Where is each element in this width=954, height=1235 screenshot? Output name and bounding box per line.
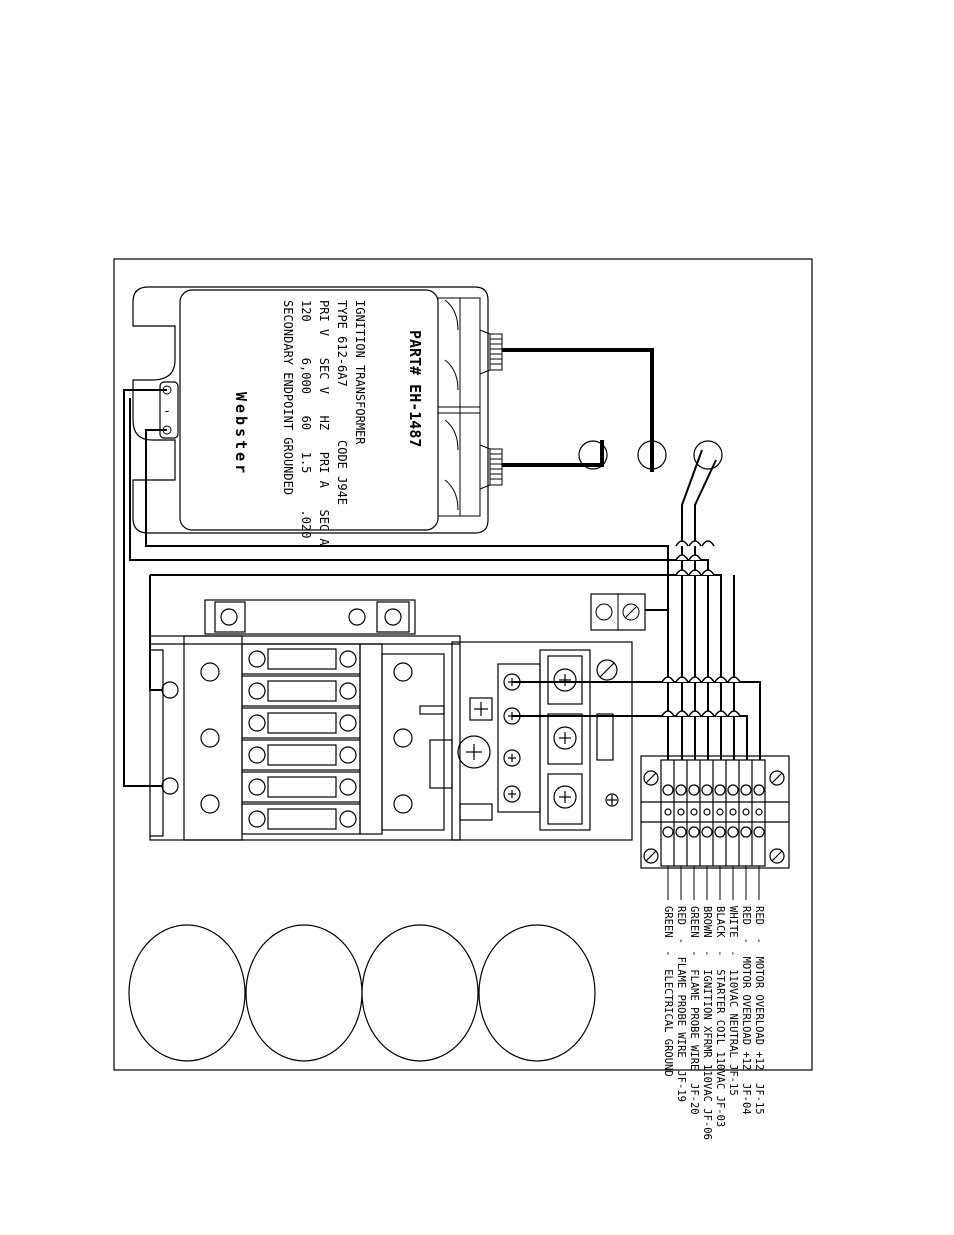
primary-terminal-strip: [159, 381, 179, 439]
transformer-code: CODE J94E: [335, 440, 349, 505]
conduit-knockouts: [128, 924, 596, 1062]
wire-label-1: RED - MOTOR OVERLOAD +12 JF-15: [753, 906, 765, 1115]
transformer-type: TYPE 612-6A7: [335, 300, 349, 387]
terminal-strip: [640, 755, 790, 869]
wire-crossovers: [661, 540, 741, 717]
transformer-mounting-plate: [132, 286, 489, 534]
wiring-bundle: [123, 389, 761, 787]
motor-starter-contactor: [149, 599, 461, 841]
electrode-2: [637, 440, 667, 470]
control-relay-module: [451, 641, 633, 841]
high-voltage-leads: [502, 348, 654, 472]
transformer-title: IGNITION TRANSFORMER: [353, 300, 367, 445]
flame-probe-terminal-block: [590, 593, 646, 631]
wire-label-3: WHITE - 110VAC NEUTRAL JF-15: [727, 906, 739, 1096]
panel-border: [113, 258, 813, 1071]
wire-label-7: RED - FLAME PROBE WIRE JF-19: [675, 906, 687, 1102]
transformer-brand: Webster: [232, 392, 250, 476]
electrode-1: [578, 440, 608, 470]
transformer-ratings-values: 120 6,000 60 1.5 .020: [299, 300, 313, 538]
ignition-transformer: - PART# EH-1487 IGNITION TRANSFORMER TYP…: [132, 286, 503, 546]
knockout-2: [245, 924, 363, 1062]
knockout-1: [128, 924, 246, 1062]
field-wire-leads: [667, 866, 760, 900]
knockout-3: [361, 924, 479, 1062]
wire-label-2: RED - MOTOR OVERLOAD +12 JF-04: [740, 906, 752, 1115]
wire-label-8: GREEN - ELECTRICAL GROUND: [662, 906, 674, 1077]
wire-legend: RED - MOTOR OVERLOAD +12 JF-15 RED - MOT…: [662, 906, 765, 1140]
transformer-ratings-header: PRI V SEC V HZ PRI A SEC A: [317, 300, 331, 546]
wire-label-6: GREEN - FLAME PROBE WIRE JF-20: [688, 906, 700, 1115]
transformer-part-number: PART# EH-1487: [406, 330, 424, 447]
wire-label-5: BROWN - IGNITION XFRMR 110VAC JF-06: [701, 906, 713, 1140]
primary-terminal-label: -: [163, 404, 171, 419]
wire-label-4: BLACK - STARTER COIL 110VAC JF-03: [714, 906, 726, 1127]
transformer-ground-note: SECONDARY ENDPOINT GROUNDED: [281, 300, 295, 495]
knockout-4: [478, 924, 596, 1062]
electrode-3-flame-probe: [693, 440, 723, 470]
